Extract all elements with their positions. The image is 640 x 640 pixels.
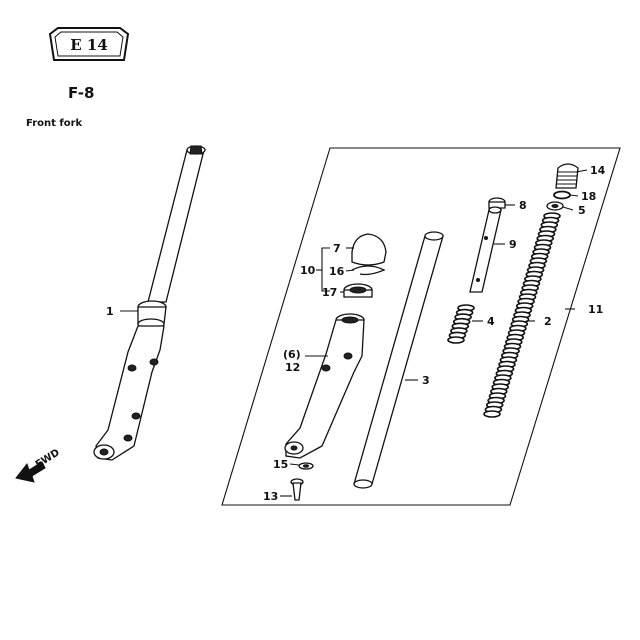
callout-1: 1 [106, 305, 114, 318]
callout-12: 12 [285, 361, 300, 374]
sealing-washer [298, 462, 314, 470]
badge-text: E 14 [70, 36, 108, 54]
callout-14: 14 [590, 164, 606, 177]
o-ring [553, 190, 571, 200]
callout-9: 9 [509, 238, 517, 251]
callout-16: 16 [329, 265, 345, 278]
callout-2: 2 [544, 315, 552, 328]
fork-bolt [555, 163, 579, 189]
callout-13: 13 [263, 490, 278, 503]
rebound-spring [447, 304, 475, 344]
callout-6: (6) [283, 348, 301, 361]
section-caption: Front fork [26, 118, 83, 129]
fork-piston [469, 206, 502, 293]
callout-3: 3 [422, 374, 430, 387]
piston-ring [488, 197, 506, 209]
socket-bolt [290, 478, 304, 501]
callout-17: 17 [322, 286, 337, 299]
callout-labels: 1 2 3 4 5 (6) 7 8 9 10 11 12 13 14 15 16… [106, 164, 606, 503]
section-title: F-8 [68, 84, 94, 102]
callout-18: 18 [581, 190, 596, 203]
callout-4: 4 [487, 315, 495, 328]
fwd-arrow: FWD [15, 447, 62, 483]
fork-spring [483, 212, 561, 418]
exploded-boundary [221, 147, 621, 506]
callout-8: 8 [519, 199, 527, 212]
callout-11: 11 [588, 303, 603, 316]
callout-5: 5 [578, 204, 586, 217]
callout-10: 10 [300, 264, 316, 277]
leader-lines [120, 169, 588, 497]
fork-bottom-case [284, 313, 365, 459]
callout-7: 7 [333, 242, 341, 255]
spring-coil [447, 336, 465, 344]
inner-fork-tube [353, 231, 444, 489]
dust-seal [351, 233, 387, 266]
oil-seal [343, 283, 373, 298]
section-badge: E 14 [48, 27, 130, 61]
assembled-fork [93, 145, 206, 461]
stopper-ring [351, 265, 386, 276]
callout-15: 15 [273, 458, 288, 471]
fwd-label: FWD [34, 447, 62, 470]
spring-coil [483, 410, 501, 418]
spring-seat [546, 201, 564, 211]
